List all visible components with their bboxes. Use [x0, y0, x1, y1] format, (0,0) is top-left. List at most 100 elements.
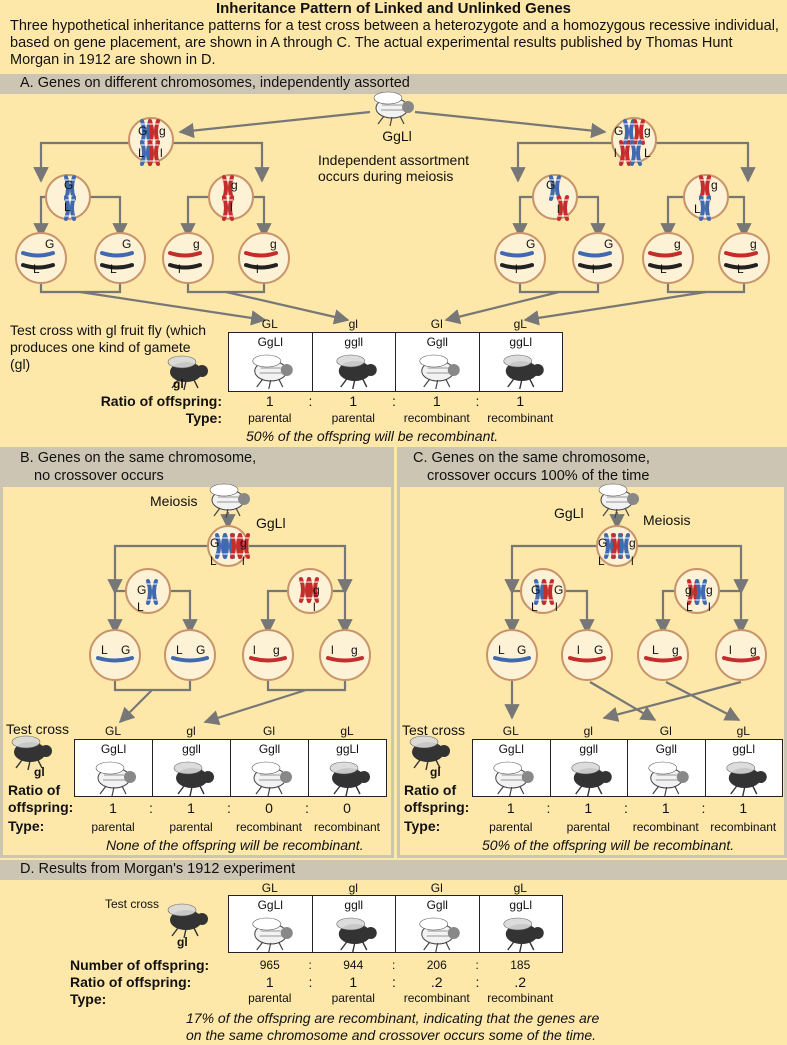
chromosome: [644, 656, 682, 663]
b-gam4-g: g: [351, 643, 358, 657]
chromosome: [171, 656, 209, 663]
panelC-ratio-2: 1: [661, 800, 670, 816]
b-gamete-cell: [319, 629, 371, 681]
a-l-gam4-bottom: l: [256, 262, 259, 276]
connector-line: [39, 141, 129, 170]
panelD-cell-0: GgLl: [228, 895, 313, 953]
panel-a-note: Independent assortment occurs during mei…: [318, 152, 469, 184]
panel-a-tester-label: gl: [173, 377, 184, 391]
connector-line: [113, 589, 126, 625]
panelC-type-1: parental: [566, 820, 610, 834]
chromosome: [542, 579, 554, 605]
c-parent-l: l: [631, 554, 634, 568]
c-parent-g: g: [629, 536, 636, 550]
chromosome: [307, 577, 319, 603]
b-gamete-cell: [164, 629, 216, 681]
fly-icon: [570, 761, 612, 796]
connector-line: [728, 195, 746, 230]
connector-line: [90, 195, 122, 230]
a-l-parent-L: L: [138, 146, 145, 160]
chromosome: [699, 195, 711, 221]
parent-fly-icon: [209, 483, 251, 519]
panel-c-title-1: C. Genes on the same chromosome,: [413, 450, 650, 466]
chromosome: [568, 656, 606, 663]
connector-line: [253, 195, 266, 230]
arrow: [665, 681, 741, 721]
c-mid1-L: L: [531, 600, 538, 614]
c-mid1-l: l: [555, 600, 558, 614]
panelC-gamete-2: Gl: [659, 724, 672, 738]
panel-b-parent-genotype: GgLl: [256, 515, 286, 531]
panelD-colon-ratio-0: :: [308, 974, 313, 990]
panel-b-summary: None of the offspring will be recombinan…: [106, 837, 364, 853]
connector-line: [186, 284, 266, 294]
chromosome: [222, 195, 234, 221]
connector-line: [518, 284, 600, 294]
connector-line: [656, 141, 750, 170]
connector-line: [666, 195, 684, 230]
a-r-gamete-cell: [642, 232, 694, 284]
fly-icon: [335, 917, 377, 952]
panelD-type-1: parental: [331, 991, 375, 1005]
c-gamete-cell: [637, 629, 689, 681]
panel-b-ratios: 1:1:0:0: [74, 800, 386, 816]
panelB-ratio-2: 0: [265, 800, 273, 816]
c-gam3-L: L: [652, 643, 659, 657]
panelB-type-0: parental: [91, 820, 135, 834]
panelB-gamete-3: gL: [340, 724, 354, 738]
panelC-ratio-3: 1: [739, 800, 748, 816]
chromosome: [100, 263, 134, 270]
arrow: [589, 681, 657, 721]
b-gam3-l: l: [253, 643, 256, 657]
c-parent-G: G: [598, 536, 608, 550]
chromosome: [695, 579, 707, 605]
a-l-gam1-top: G: [45, 237, 55, 251]
panelA-cell-3: ggLl: [478, 332, 563, 392]
b-mid2-g: g: [313, 583, 320, 597]
panelD-genotype-1: ggll: [344, 898, 364, 912]
fly-icon: [648, 761, 690, 796]
connector-line: [113, 680, 192, 692]
panelD-ratio-1: 1: [349, 974, 358, 990]
b-gam3-g: g: [273, 643, 280, 657]
panelB-ratio-3: 0: [343, 800, 351, 816]
panelD-cell-3: ggLl: [478, 895, 563, 953]
panelD-genotype-0: GgLl: [257, 898, 283, 912]
panel-b-tester-label: gl: [34, 765, 45, 779]
panelB-ratio-0: 1: [109, 800, 117, 816]
panelA-type-2: recombinant: [403, 411, 470, 425]
panel-c-test-cross: Test cross: [402, 722, 466, 738]
c-gamete-cell: [715, 629, 767, 681]
panelA-colon-ratio-0: :: [308, 393, 313, 409]
a-l-gam3-bottom: l: [178, 262, 181, 276]
a-r-mid2-top: g: [711, 178, 718, 192]
chromosome: [146, 579, 158, 605]
connector-line: [637, 544, 743, 583]
panelD-colon-ratio-1: :: [392, 974, 396, 990]
a-l-mid2-bottom: l: [230, 200, 233, 214]
fly-icon: [95, 761, 137, 796]
chromosome: [96, 656, 134, 663]
panel-a-test-cross-text: Test cross with gl fruit fly (which prod…: [10, 322, 207, 372]
panel-b-test-cross: Test cross: [6, 721, 70, 737]
panelA-cell-1: ggll: [311, 332, 396, 392]
chromosome: [238, 533, 250, 559]
panel-d-type-label: Type:: [70, 991, 107, 1007]
panel-d-title: D. Results from Morgan's 1912 experiment: [20, 861, 296, 877]
panelA-gamete-3: gL: [513, 317, 527, 331]
b-gamete-cell: [242, 629, 294, 681]
panelC-colon-ratio-0: :: [546, 800, 551, 816]
b-gam1-L: L: [101, 643, 108, 657]
b-gam4-l: l: [331, 643, 334, 657]
c-gam4-g: g: [750, 643, 757, 657]
panelC-ratio-0: 1: [506, 800, 515, 816]
a-r-parent-G: G: [614, 124, 624, 138]
panelA-ratio-2: 1: [432, 393, 441, 409]
panel-c-title-2: crossover occurs 100% of the time: [427, 468, 650, 484]
panel-d-tester-label: gl: [177, 935, 188, 949]
panelD-colon-ratio-2: :: [475, 974, 480, 990]
